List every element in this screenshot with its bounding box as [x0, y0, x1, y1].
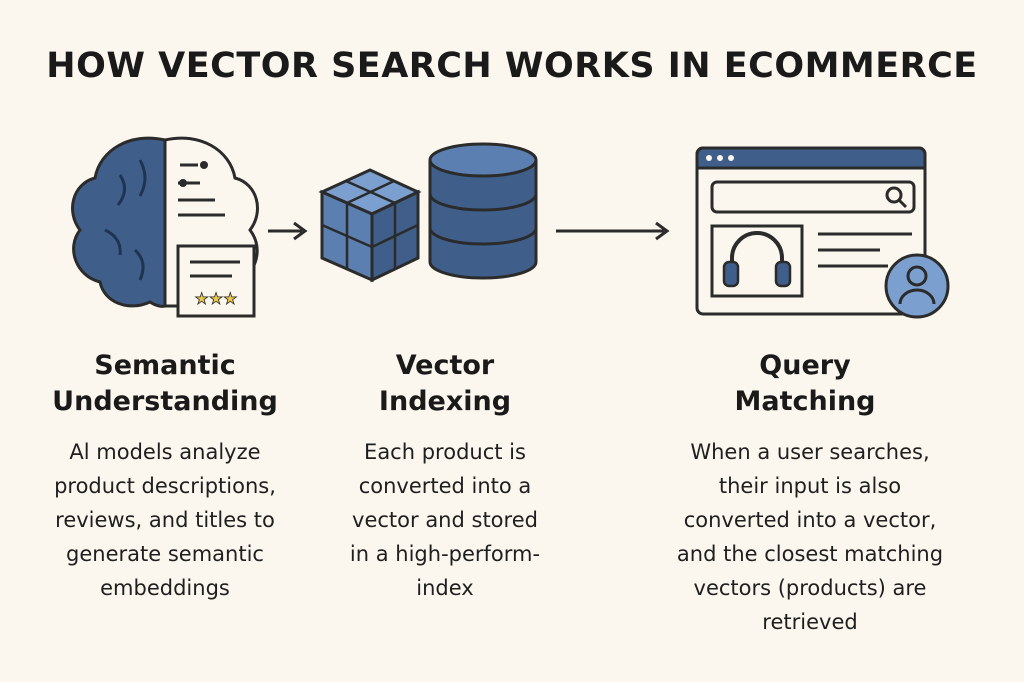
- arrow-right-icon: [556, 221, 670, 241]
- page-title: HOW VECTOR SEARCH WORKS IN ECOMMERCE: [46, 46, 978, 86]
- step-semantic-understanding-description: Al models analyze product descriptions, …: [54, 440, 276, 600]
- step-vector-indexing-title: Vector Indexing: [378, 350, 512, 417]
- svg-text:★★★: ★★★: [194, 289, 237, 308]
- step-vector-indexing-description: Each product is converted into a vector …: [349, 440, 541, 600]
- step-semantic-understanding-title: Semantic Understanding: [52, 350, 278, 417]
- cube-database-icon: [318, 142, 538, 283]
- search-browser-icon: [695, 146, 950, 319]
- search-icon: [885, 186, 908, 209]
- brain-document-icon: ★★★: [71, 136, 259, 318]
- user-avatar-icon: [884, 253, 950, 319]
- step-query-matching-description: When a user searches, their input is als…: [676, 440, 944, 634]
- step-query-matching-title: Query Matching: [734, 350, 876, 417]
- headphones-icon: [722, 231, 792, 288]
- arrow-right-icon: [268, 221, 308, 241]
